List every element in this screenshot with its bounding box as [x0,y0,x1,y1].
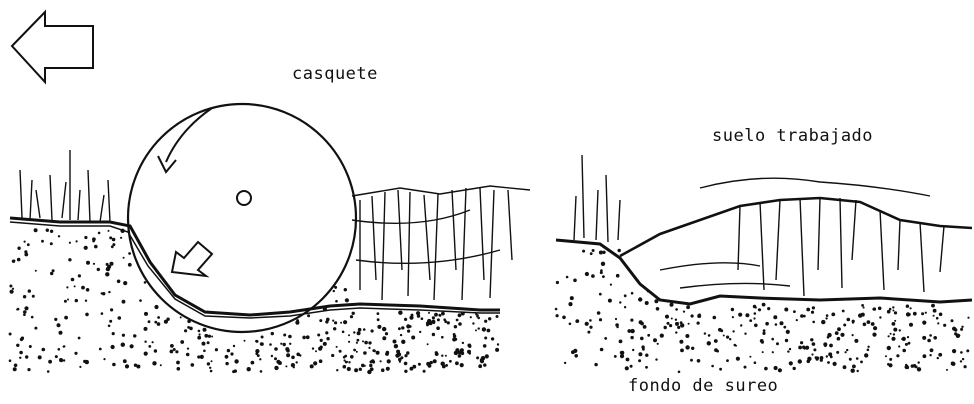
disc [128,104,356,332]
left-arrow-icon [12,12,93,82]
right-worked-top [620,198,972,256]
disc-label: casquete [292,64,378,84]
left-ground [9,150,530,374]
disc-outline [128,104,356,332]
down-left-arrow-icon [172,242,212,276]
right-ground [555,155,972,373]
left-soil-particles [9,228,500,374]
worked-soil-label: suelo trabajado [712,126,873,146]
left-worked-soil [352,186,530,300]
right-stubble [574,155,620,242]
left-stubble [20,150,110,222]
disc-hub [237,191,251,205]
furrow-bottom-label: fondo de sureo [628,376,778,396]
right-soil-particles [555,249,970,373]
right-worked-soil [660,178,944,296]
